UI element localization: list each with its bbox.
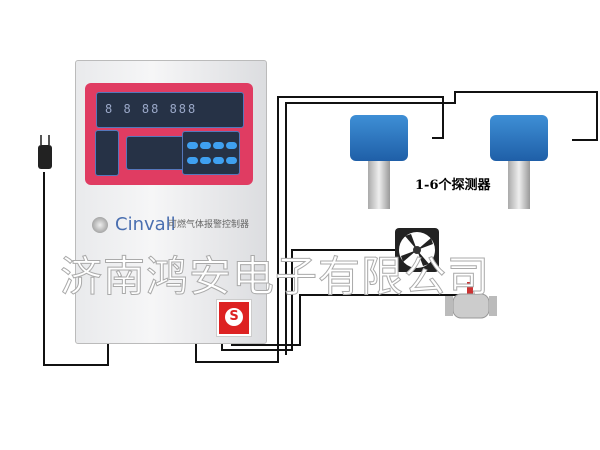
detector-sensor-2 [508,161,530,209]
detector-wire-1 [195,96,444,363]
detector-count-label: 1-6个探测器 [415,178,491,193]
key-button[interactable] [213,157,224,164]
gas-detector-2 [490,115,548,161]
solenoid-valve-icon [445,282,497,319]
power-plug-icon [38,135,52,169]
fan-icon [395,228,439,272]
led-readout: 8 8 88 888 [105,102,198,116]
key-button[interactable] [187,142,198,149]
key-button[interactable] [226,157,237,164]
key-button[interactable] [200,142,211,149]
status-indicators [95,130,119,176]
power-cord [43,172,109,366]
gas-detector-1 [350,115,408,161]
key-button[interactable] [226,142,237,149]
detector-wire-2 [285,91,598,355]
detector-sensor-1 [368,161,390,209]
certification-badge-icon: S [216,299,252,337]
key-button[interactable] [213,142,224,149]
key-button[interactable] [200,157,211,164]
key-lock-icon [92,217,108,233]
company-watermark: 济南鸿安电子有限公司 [59,252,491,301]
fan-wire [221,249,395,351]
product-name: 可燃气体报警控制器 [168,220,250,230]
channel-indicators [126,136,188,170]
led-display: 8 8 88 888 [96,92,244,128]
brand-name: Cinvall [115,214,176,235]
keypad [182,131,240,175]
key-button[interactable] [187,157,198,164]
